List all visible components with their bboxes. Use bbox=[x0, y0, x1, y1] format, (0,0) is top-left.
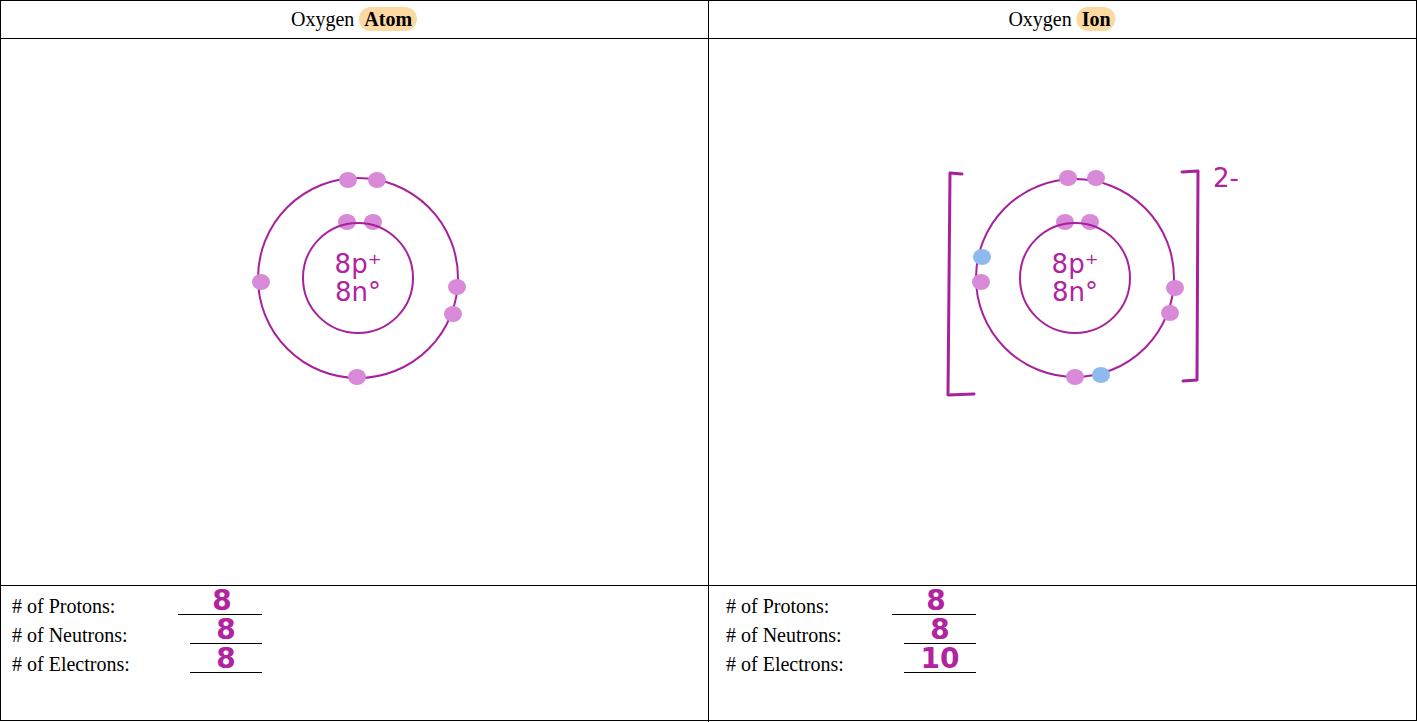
electron bbox=[1059, 170, 1077, 186]
column-header: Oxygen Atom bbox=[291, 6, 417, 32]
atom-shells bbox=[258, 178, 458, 378]
nucleus-circle: 8p⁺8n° bbox=[302, 222, 414, 334]
highlighted-word: Ion bbox=[1077, 7, 1116, 31]
electron bbox=[972, 274, 990, 290]
question-text: # of Neutrons: bbox=[12, 623, 128, 647]
electron-shell bbox=[976, 179, 1174, 377]
header-text: Oxygen bbox=[1008, 8, 1071, 30]
electron bbox=[339, 172, 357, 188]
nucleus-label: 8p⁺ bbox=[335, 250, 382, 278]
electron bbox=[1087, 170, 1105, 186]
question-text: # of Neutrons: bbox=[726, 623, 842, 647]
answer-value: 8 bbox=[930, 614, 949, 646]
nucleus-label: 8n° bbox=[335, 278, 381, 306]
atom-electrons bbox=[252, 172, 466, 385]
answer-value: 8 bbox=[212, 585, 231, 617]
electron bbox=[368, 172, 386, 188]
nucleus-label: 8p⁺ bbox=[1052, 250, 1099, 278]
header-text: Oxygen bbox=[291, 8, 354, 30]
question-text: # of Protons: bbox=[726, 594, 829, 618]
table-rule bbox=[708, 0, 709, 722]
nucleus-label: 8n° bbox=[1052, 278, 1098, 306]
electron bbox=[348, 369, 366, 385]
ion-electrons bbox=[972, 170, 1184, 385]
electron bbox=[252, 274, 270, 290]
nucleus-circle: 8p⁺8n° bbox=[1019, 222, 1131, 334]
answer-value: 8 bbox=[926, 585, 945, 617]
gained-electrons bbox=[973, 249, 1110, 383]
electron bbox=[1166, 280, 1184, 296]
question-text: # of Electrons: bbox=[726, 652, 844, 676]
electron bbox=[444, 306, 462, 322]
electron bbox=[448, 279, 466, 295]
bracket bbox=[948, 173, 974, 395]
question-text: # of Electrons: bbox=[12, 652, 130, 676]
bracket bbox=[1182, 171, 1198, 381]
ion-charge: 2- bbox=[1213, 163, 1239, 193]
electron bbox=[1161, 305, 1179, 321]
electron-shell bbox=[258, 178, 458, 378]
electron bbox=[1066, 369, 1084, 385]
gained-electron bbox=[973, 249, 991, 265]
answer-blanks bbox=[178, 615, 976, 673]
answer-value: 10 bbox=[921, 643, 960, 675]
answer-value: 8 bbox=[216, 643, 235, 675]
highlighted-word: Atom bbox=[359, 7, 417, 31]
ion-brackets bbox=[948, 171, 1198, 395]
column-header: Oxygen Ion bbox=[1008, 6, 1115, 32]
question-text: # of Protons: bbox=[12, 594, 115, 618]
gained-electron bbox=[1092, 367, 1110, 383]
answer-value: 8 bbox=[216, 614, 235, 646]
ion-shells bbox=[976, 179, 1174, 377]
